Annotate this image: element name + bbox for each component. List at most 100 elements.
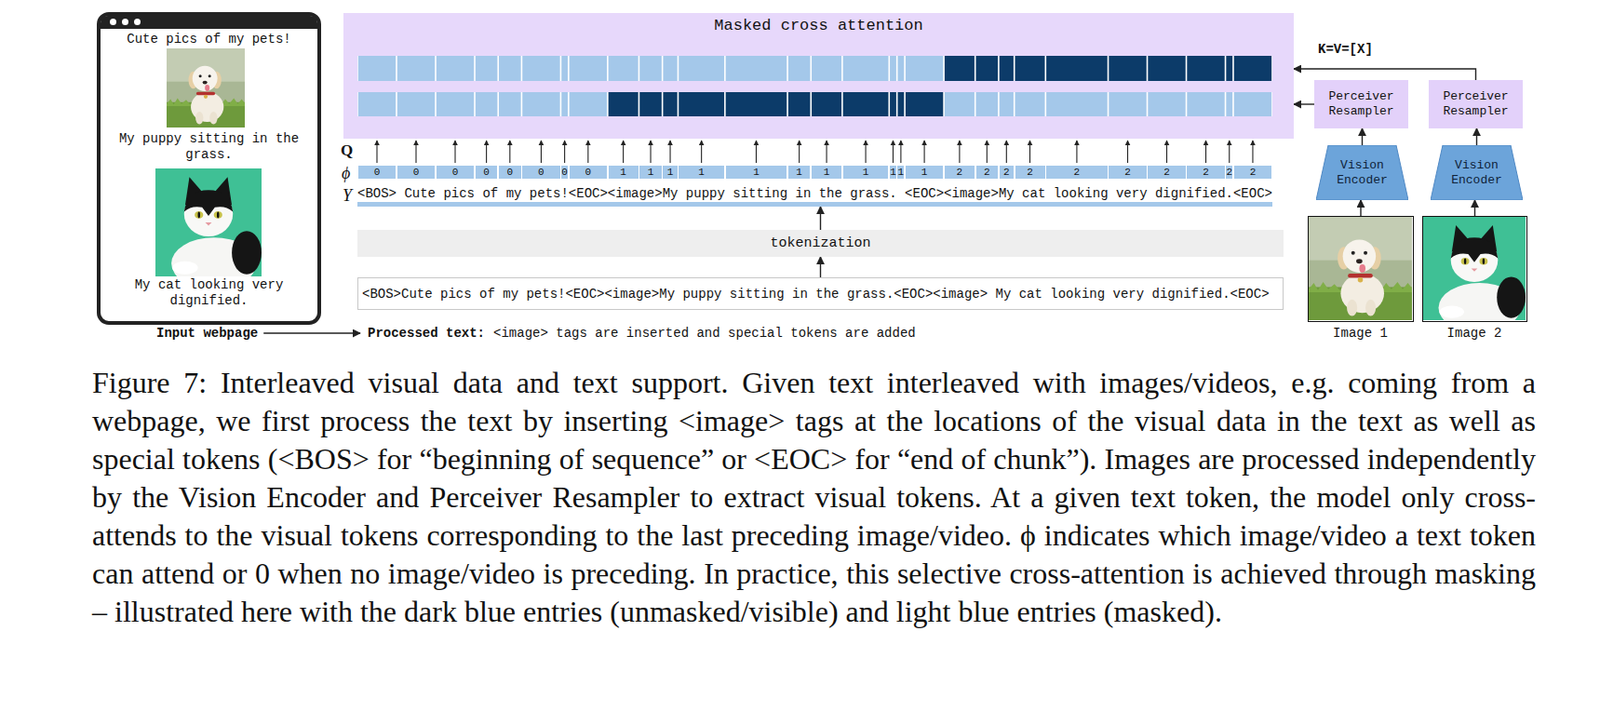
image-caption: Image 2 <box>1413 325 1535 342</box>
webpage-photo <box>166 48 245 128</box>
figure-label: <image> tags are inserted and special to… <box>493 325 916 341</box>
phi-value: 0 <box>522 165 560 179</box>
input-photo <box>1423 216 1526 321</box>
query-arrow <box>622 140 624 163</box>
window-dot <box>109 18 117 26</box>
phi-cell-holder: 2 <box>1225 165 1233 179</box>
text-holder: Image 1 <box>1299 325 1422 342</box>
phi-value: 0 <box>569 165 607 179</box>
phi-value: 1 <box>678 165 725 179</box>
trapezoid-fill <box>1316 145 1409 201</box>
query-arrow <box>649 140 651 163</box>
phi-cell-holder: 2 <box>1234 165 1272 179</box>
phi-cell-holder: 1 <box>811 165 842 179</box>
mask-cell-masked <box>1225 92 1233 117</box>
label-holder: Y <box>342 186 352 205</box>
mask-cell-visible <box>811 92 842 117</box>
phi-cell-holder: 1 <box>897 165 904 179</box>
query-arrow <box>900 140 901 163</box>
query-arrow <box>798 140 800 163</box>
encoder-trapezoid: Vision Encoder <box>1316 145 1409 201</box>
panel-title: Masked cross attention <box>343 15 1294 37</box>
connector-arrow <box>820 256 821 278</box>
phi-cell-holder: 1 <box>843 165 889 179</box>
mask-cell-masked <box>944 92 975 117</box>
mask-cell-masked <box>569 55 607 81</box>
mask-cell-visible <box>1015 55 1046 81</box>
figure-label: ϕ <box>341 163 350 183</box>
query-arrow <box>1075 140 1077 163</box>
input-photo-content <box>1423 216 1526 321</box>
mask-cell-visible <box>889 92 897 117</box>
token-sequence: <BOS> Cute pics of my pets!<EOC><image>M… <box>357 185 1273 202</box>
connector-arrow <box>1361 128 1363 146</box>
figure-caption: Figure 7: Interleaved visual data and te… <box>92 363 1536 632</box>
mask-cell-masked <box>522 55 560 81</box>
mask-cell-visible <box>897 92 904 117</box>
mask-cell-masked <box>522 92 560 117</box>
phi-cell-holder: 2 <box>1046 165 1108 179</box>
mask-cell-masked <box>662 55 677 81</box>
label-holder: Input webpage <box>156 325 258 341</box>
text-holder: Cute pics of my pets! <box>100 31 318 48</box>
phi-value: 0 <box>475 165 498 179</box>
mask-row-ground <box>357 55 1273 81</box>
tokenization-box: tokenization <box>357 229 1284 257</box>
query-arrow <box>1251 140 1253 163</box>
query-arrow <box>485 140 487 163</box>
webpage-text: My cat looking very dignified. <box>100 277 318 310</box>
phi-value: 1 <box>843 165 889 179</box>
phi-value: 0 <box>397 165 435 179</box>
connector-arrow <box>1359 200 1361 216</box>
phi-value: 2 <box>976 165 999 179</box>
query-arrow <box>755 140 757 163</box>
label-holder: <image> tags are inserted and special to… <box>493 325 916 341</box>
phi-value: 0 <box>358 165 396 179</box>
phi-value: 2 <box>999 165 1014 179</box>
connector-arrow <box>1474 200 1476 216</box>
label-holder: ϕ <box>341 163 350 183</box>
mask-cell-masked <box>358 92 396 117</box>
phi-value: 1 <box>889 165 897 179</box>
caption-holder: Figure 7: Interleaved visual data and te… <box>92 363 1536 632</box>
edge-label-holder: K=V=[X] <box>1316 41 1375 57</box>
attention-panel: Masked cross attention <box>343 13 1294 139</box>
query-arrow <box>1166 140 1168 163</box>
mask-cell-visible <box>1147 55 1185 81</box>
mask-cell-visible <box>726 92 788 117</box>
mask-cell-visible <box>608 92 639 117</box>
phi-cell-holder: 0 <box>561 165 568 179</box>
webpage-text: My puppy sitting in the grass. <box>100 131 318 163</box>
phi-value: 1 <box>905 165 943 179</box>
mask-cell-visible <box>1186 55 1224 81</box>
mask-cell-visible <box>662 92 677 117</box>
box-label: Vision Encoder <box>1329 158 1396 189</box>
box-label: Vision Encoder <box>1443 158 1510 189</box>
mask-cell-visible <box>1234 55 1272 81</box>
mask-cell-masked <box>639 55 662 81</box>
mask-cell-masked <box>905 55 943 81</box>
mask-cell-masked <box>561 92 568 117</box>
input-photo-content <box>1308 216 1412 321</box>
box-label: Perceiver Resampler <box>1434 89 1518 120</box>
query-arrow <box>669 140 671 163</box>
mask-cell-masked <box>436 55 474 81</box>
mask-cell-masked <box>475 55 498 81</box>
phi-cell-holder: 0 <box>397 165 435 179</box>
mask-cell-masked <box>678 55 725 81</box>
query-arrow <box>376 140 377 163</box>
webpage-photo-content <box>166 48 245 128</box>
phi-value: 1 <box>897 165 904 179</box>
mask-cell-masked <box>1108 92 1146 117</box>
text-holder: Masked cross attention <box>343 15 1294 37</box>
phi-value: 2 <box>1108 165 1146 179</box>
mask-cell-masked <box>498 92 522 117</box>
mask-cell-visible <box>1046 55 1108 81</box>
box-label: Perceiver Resampler <box>1319 89 1403 120</box>
figure-label: Y <box>342 186 352 205</box>
phi-value: 2 <box>1225 165 1233 179</box>
flow-arrow <box>263 332 361 334</box>
phi-cell-holder: 1 <box>678 165 725 179</box>
query-arrow <box>892 140 894 163</box>
